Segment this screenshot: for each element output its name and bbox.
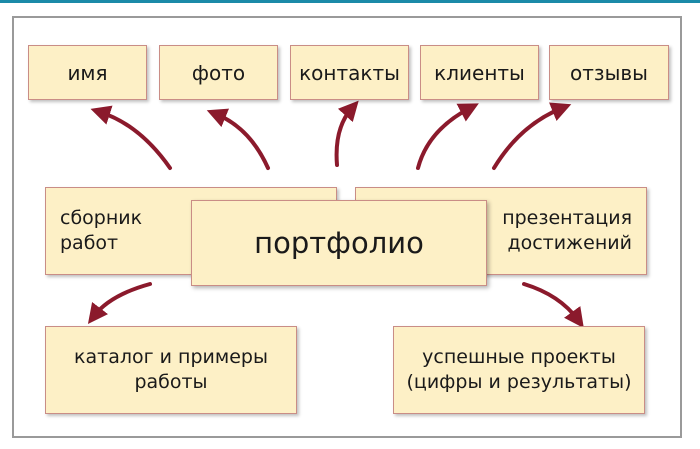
arrow-to-catalog [87, 282, 152, 324]
arrow-to-contacts [334, 100, 359, 167]
arrow-to-name [90, 105, 172, 170]
node-catalog: каталог и примеры работы [45, 326, 297, 414]
arrow-to-projects [522, 282, 584, 329]
arrow-to-clients [416, 103, 479, 170]
node-successful-projects: успешные проекты (цифры и результаты) [393, 326, 645, 414]
node-photo: фото [159, 45, 278, 100]
arrow-to-reviews [492, 102, 572, 170]
node-clients: клиенты [420, 45, 539, 100]
node-contacts: контакты [290, 45, 409, 100]
arrow-to-photo [206, 108, 270, 170]
node-portfolio-center: портфолио [191, 200, 487, 286]
node-name: имя [28, 45, 147, 100]
top-accent-line [0, 0, 700, 3]
node-reviews: отзывы [549, 45, 669, 100]
